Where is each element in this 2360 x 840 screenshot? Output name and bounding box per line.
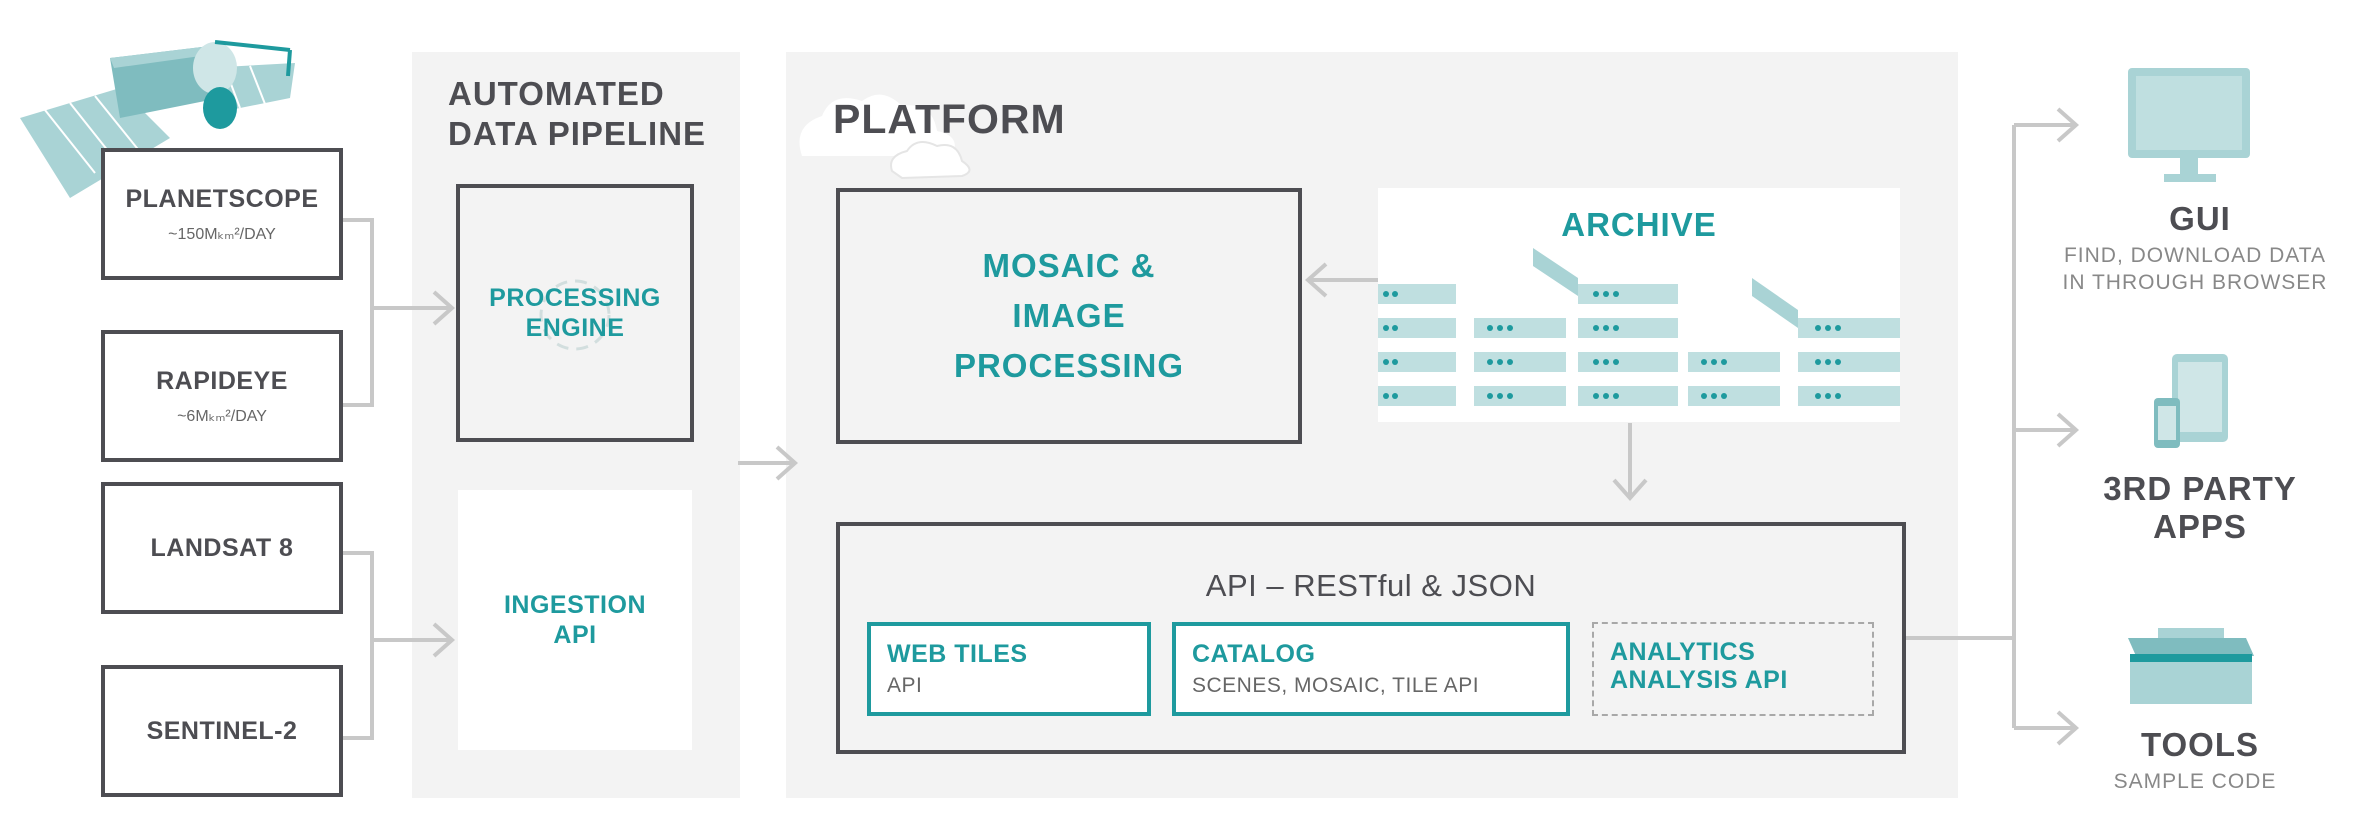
source-rate: ~150Mₖₘ²/DAY bbox=[168, 225, 276, 243]
source-name: SENTINEL-2 bbox=[146, 716, 298, 745]
source-sentinel: SENTINEL-2 bbox=[101, 665, 343, 797]
source-name: RAPIDEYE bbox=[156, 366, 288, 395]
catalog-title: CATALOG bbox=[1192, 640, 1316, 668]
tools-subtitle: SAMPLE CODE bbox=[2113, 770, 2277, 793]
mosaic-box: MOSAIC & IMAGE PROCESSING bbox=[836, 188, 1302, 444]
web-tiles-box: WEB TILES API bbox=[867, 622, 1151, 716]
catalog-box: CATALOG SCENES, MOSAIC, TILE API bbox=[1172, 622, 1570, 716]
gui-subtitle-line2: IN THROUGH BROWSER bbox=[2062, 271, 2328, 294]
processing-line1: PROCESSING bbox=[489, 284, 661, 312]
archive-box: ARCHIVE bbox=[1378, 188, 1900, 422]
mosaic-line3: PROCESSING bbox=[953, 347, 1185, 384]
archive-title: ARCHIVE bbox=[1561, 206, 1717, 243]
source-landsat: LANDSAT 8 bbox=[101, 482, 343, 614]
mosaic-line2: IMAGE bbox=[1012, 297, 1126, 334]
source-name: PLANETSCOPE bbox=[125, 184, 319, 213]
satellite-icon bbox=[20, 40, 295, 198]
ingestion-line2: API bbox=[553, 621, 597, 649]
cloud-icon bbox=[799, 94, 971, 180]
web-tiles-desc: API bbox=[887, 674, 923, 697]
processing-engine-box: PROCESSING ENGINE bbox=[456, 184, 694, 442]
platform-title: PLATFORM bbox=[833, 96, 1066, 142]
gui-subtitle: FIND, DOWNLOAD DATA IN THROUGH BROWSER bbox=[2030, 242, 2360, 296]
source-rapideye: RAPIDEYE ~6Mₖₘ²/DAY bbox=[101, 330, 343, 462]
mosaic-line1: MOSAIC & bbox=[982, 247, 1156, 284]
server-stack-icon bbox=[1378, 248, 1900, 406]
api-title: API – RESTful & JSON bbox=[1205, 568, 1537, 603]
ingestion-api-box: INGESTION API bbox=[458, 490, 692, 750]
source-rate: ~6Mₖₘ²/DAY bbox=[177, 407, 267, 425]
tools-title: TOOLS bbox=[2140, 726, 2260, 763]
ingestion-line1: INGESTION bbox=[503, 591, 646, 619]
analytics-title-line1: ANALYTICS bbox=[1610, 638, 1756, 666]
toolbox-icon bbox=[2128, 628, 2254, 704]
third-party-line1: 3RD PARTY bbox=[2103, 470, 2297, 507]
gui-subtitle-line1: FIND, DOWNLOAD DATA bbox=[2063, 244, 2327, 267]
third-party-line2: APPS bbox=[2153, 508, 2247, 545]
processing-line2: ENGINE bbox=[525, 314, 625, 342]
gear-icon bbox=[539, 279, 611, 351]
source-name: LANDSAT 8 bbox=[150, 533, 294, 562]
source-planetscope: PLANETSCOPE ~150Mₖₘ²/DAY bbox=[101, 148, 343, 280]
pipeline-title-line1: AUTOMATED bbox=[448, 75, 665, 112]
analytics-title-line2: ANALYSIS API bbox=[1610, 666, 1788, 694]
third-party-title: 3RD PARTY APPS bbox=[2050, 470, 2350, 546]
web-tiles-title: WEB TILES bbox=[887, 640, 1028, 668]
gui-title: GUI bbox=[2169, 200, 2231, 237]
analytics-box: ANALYTICS ANALYSIS API bbox=[1592, 622, 1874, 716]
catalog-desc: SCENES, MOSAIC, TILE API bbox=[1192, 674, 1480, 697]
pipeline-title: AUTOMATED DATA PIPELINE bbox=[448, 74, 706, 154]
devices-icon bbox=[2154, 354, 2228, 448]
monitor-icon bbox=[2128, 68, 2250, 182]
pipeline-title-line2: DATA PIPELINE bbox=[448, 115, 707, 152]
